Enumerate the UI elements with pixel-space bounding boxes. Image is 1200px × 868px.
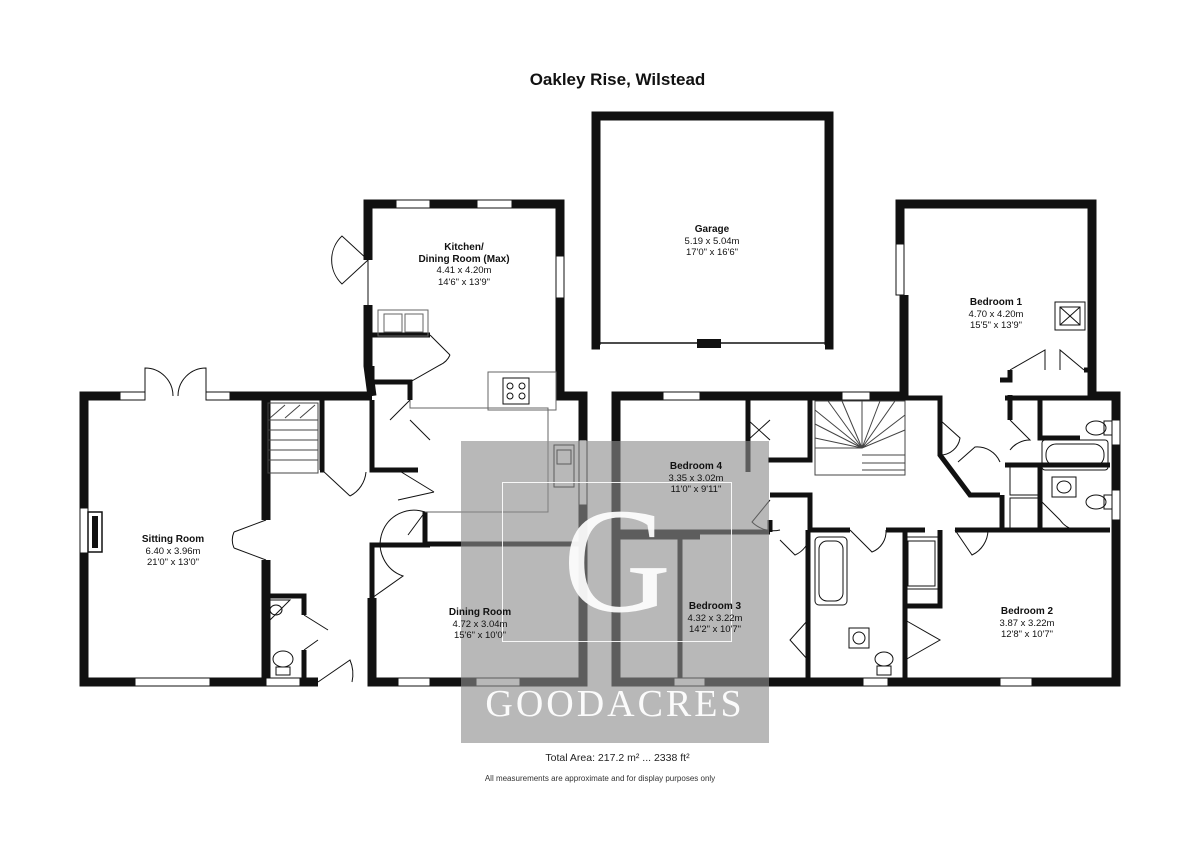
room-metric: 4.32 x 3.22m	[687, 612, 743, 624]
ground-windows	[79, 199, 588, 687]
room-label-bedroom-2: Bedroom 2 3.87 x 3.22m 12'8" x 10'7"	[1000, 606, 1055, 641]
room-label-kitchen: Kitchen/ Dining Room (Max) 4.41 x 4.20m …	[418, 242, 509, 288]
room-name: Dining Room	[448, 607, 512, 618]
opening-lines	[367, 260, 373, 396]
room-label-garage: Garage 5.19 x 5.04m 17'0" x 16'6"	[685, 224, 740, 259]
room-name: Bedroom 4	[669, 461, 723, 472]
room-metric: 6.40 x 3.96m	[145, 545, 201, 557]
room-name: Sitting Room	[141, 534, 205, 545]
ground-door-swings	[144, 235, 451, 683]
first-floor-stairs	[814, 400, 906, 476]
hob	[502, 377, 530, 405]
room-name: Bedroom 3	[688, 601, 742, 612]
watermark-frame	[502, 482, 732, 642]
ground-stairs	[267, 402, 319, 474]
room-label-bedroom-3: Bedroom 3 4.32 x 3.22m 14'2" x 10'7"	[688, 601, 743, 636]
room-name: Bedroom 1	[969, 297, 1023, 308]
room-imperial: 14'2" x 10'7"	[688, 624, 742, 635]
room-name-2: Dining Room (Max)	[418, 253, 510, 265]
room-metric: 4.70 x 4.20m	[968, 308, 1024, 320]
skylight	[1054, 301, 1086, 331]
fireplace	[87, 511, 103, 553]
room-imperial: 15'6" x 10'0"	[453, 630, 507, 641]
first-floor-door-swings	[747, 348, 1085, 661]
watermark-letter: G	[562, 478, 672, 644]
room-metric: 3.87 x 3.22m	[999, 617, 1055, 629]
room-name: Kitchen/	[444, 242, 484, 253]
room-label-dining-room: Dining Room 4.72 x 3.04m 15'6" x 10'0"	[449, 607, 511, 642]
room-metric: 4.41 x 4.20m	[436, 265, 492, 276]
room-name: Bedroom 2	[1000, 606, 1054, 617]
garage-door	[600, 339, 825, 348]
page-title: Oakley Rise, Wilstead	[529, 70, 706, 89]
garage-walls	[591, 111, 834, 350]
room-metric: 3.35 x 3.02m	[668, 472, 724, 484]
room-label-bedroom-1: Bedroom 1 4.70 x 4.20m 15'5" x 13'9"	[969, 297, 1024, 332]
room-metric: 5.19 x 5.04m	[684, 235, 740, 247]
room-label-sitting-room: Sitting Room 6.40 x 3.96m 21'0" x 13'0"	[142, 534, 204, 569]
room-imperial: 21'0" x 13'0"	[146, 557, 200, 568]
ground-wc	[267, 599, 294, 676]
room-imperial: 15'5" x 13'9"	[969, 320, 1023, 331]
room-label-bedroom-4: Bedroom 4 3.35 x 3.02m 11'0" x 9'11"	[669, 461, 724, 496]
room-imperial: 12'8" x 10'7"	[1000, 629, 1054, 640]
bathroom-fittings	[814, 420, 1113, 676]
room-metric: 4.72 x 3.04m	[452, 618, 508, 630]
disclaimer-note: All measurements are approximate and for…	[484, 774, 716, 783]
watermark-panel	[461, 441, 769, 743]
room-imperial: 11'0" x 9'11"	[670, 484, 722, 495]
total-area: Total Area: 217.2 m² ... 2338 ft²	[545, 752, 690, 764]
room-imperial: 14'6" x 13'9"	[437, 276, 491, 288]
room-name: Garage	[694, 224, 730, 235]
room-imperial: 17'0" x 16'6"	[685, 247, 739, 258]
watermark-word: GOODACRES	[485, 683, 745, 725]
